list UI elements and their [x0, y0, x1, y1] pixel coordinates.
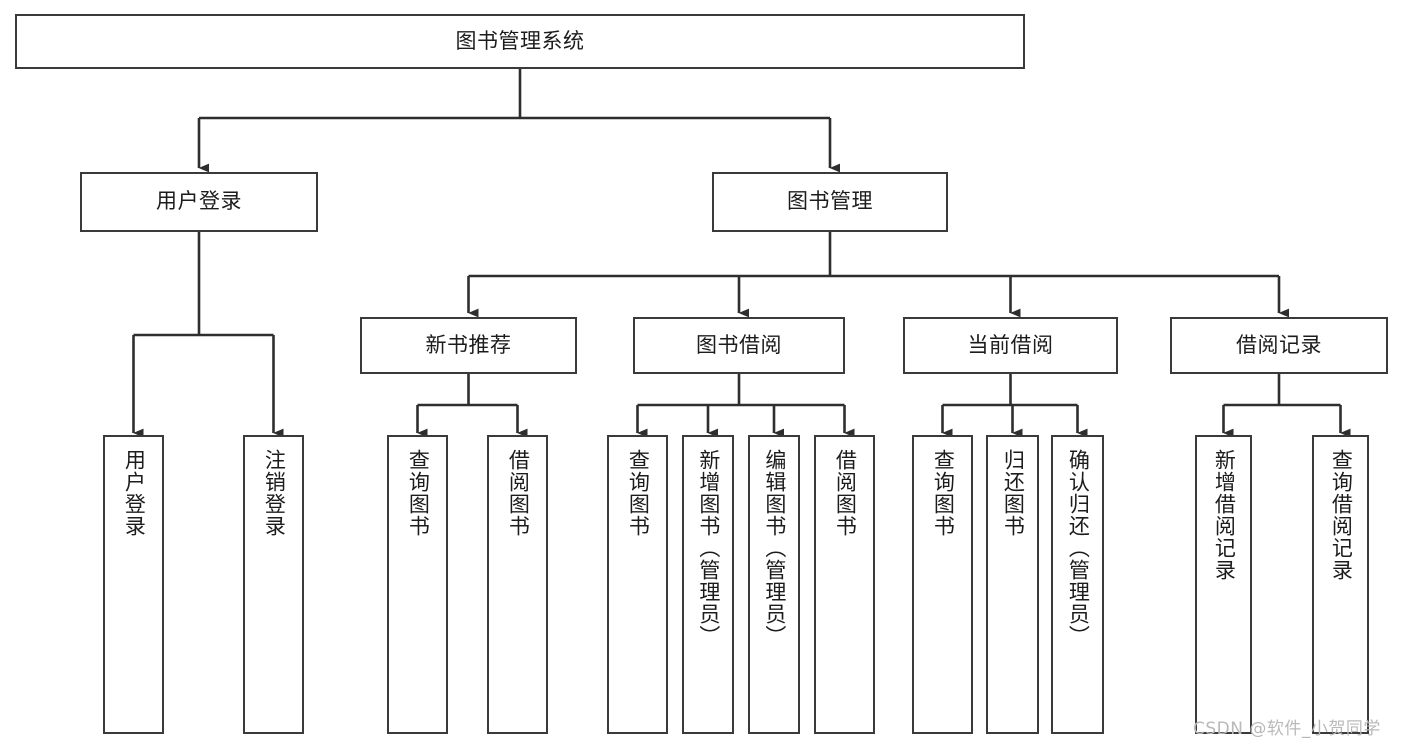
node-user-login[interactable]: 用户登录 [80, 172, 318, 232]
node-leaf-borrow-book[interactable]: 借阅图书 [814, 435, 875, 734]
node-leaf-query-book-current[interactable]: 查询图书 [912, 435, 973, 734]
node-leaf-user-logout[interactable]: 注销登录 [243, 435, 304, 734]
node-leaf-borrow-book-recommend[interactable]: 借阅图书 [487, 435, 548, 734]
node-label: 图书管理 [787, 189, 873, 214]
node-label: 借阅记录 [1236, 332, 1322, 357]
node-label: 新书推荐 [425, 332, 512, 357]
node-leaf-query-book-recommend[interactable]: 查询图书 [387, 435, 448, 734]
node-label: 查询图书 [626, 449, 651, 537]
node-root-book-management-system[interactable]: 图书管理系统 [15, 14, 1025, 69]
node-current-borrow[interactable]: 当前借阅 [903, 317, 1118, 374]
node-leaf-query-book-borrow[interactable]: 查询图书 [607, 435, 668, 734]
node-leaf-return-book[interactable]: 归还图书 [986, 435, 1039, 734]
node-new-book-recommend[interactable]: 新书推荐 [360, 317, 577, 374]
node-label: 查询借阅记录 [1329, 449, 1354, 581]
node-leaf-confirm-return[interactable]: 确认归还（管理员） [1051, 435, 1104, 734]
node-leaf-add-book[interactable]: 新增图书（管理员） [682, 435, 734, 734]
node-label: 图书管理系统 [455, 28, 585, 53]
node-leaf-query-borrow-record[interactable]: 查询借阅记录 [1312, 435, 1369, 734]
node-book-borrow[interactable]: 图书借阅 [633, 317, 845, 374]
node-leaf-user-login[interactable]: 用户登录 [103, 435, 164, 734]
node-label: 借阅图书 [506, 449, 531, 537]
node-label: 新增借阅记录 [1212, 449, 1237, 581]
node-label: 新增图书（管理员） [696, 449, 721, 647]
node-borrow-record[interactable]: 借阅记录 [1170, 317, 1388, 374]
node-label: 当前借阅 [967, 332, 1054, 357]
node-label: 用户登录 [122, 449, 147, 537]
node-book-management[interactable]: 图书管理 [712, 172, 948, 232]
node-label: 查询图书 [406, 449, 431, 537]
node-label: 图书借阅 [696, 332, 782, 357]
node-label: 用户登录 [156, 189, 242, 214]
node-label: 确认归还（管理员） [1066, 449, 1091, 647]
node-leaf-add-borrow-record[interactable]: 新增借阅记录 [1195, 435, 1252, 734]
node-leaf-edit-book[interactable]: 编辑图书（管理员） [748, 435, 800, 734]
node-label: 归还图书 [1001, 449, 1026, 537]
node-label: 注销登录 [262, 449, 287, 537]
node-label: 查询图书 [931, 449, 956, 537]
node-label: 编辑图书（管理员） [762, 449, 787, 647]
node-label: 借阅图书 [833, 449, 858, 537]
